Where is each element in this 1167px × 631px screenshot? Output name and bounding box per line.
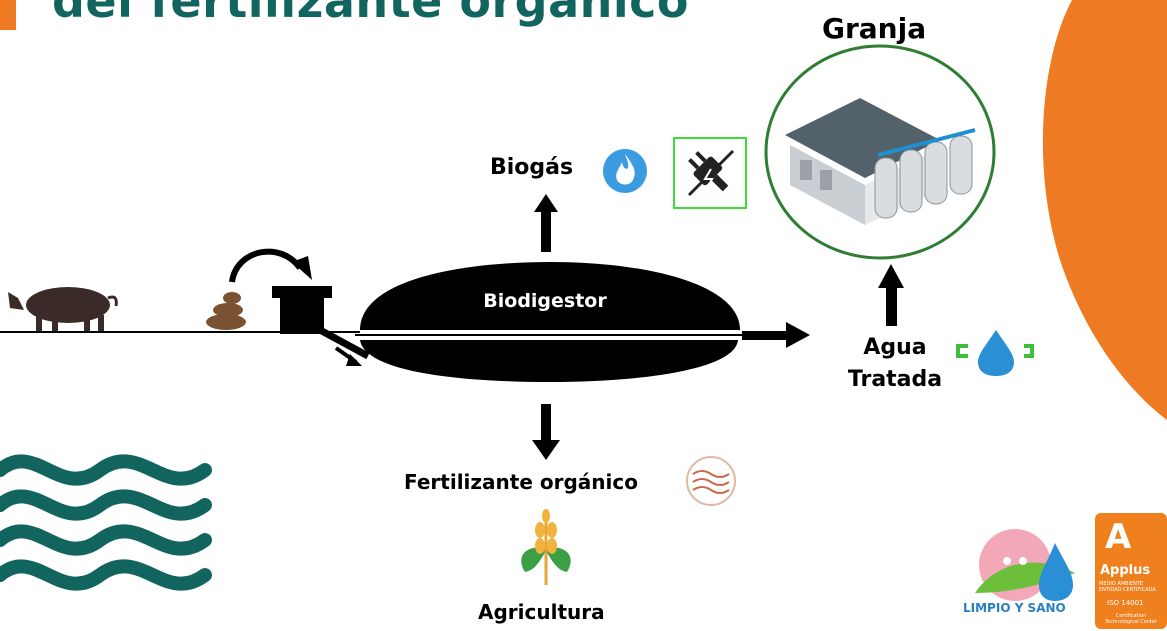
applus-iso: ISO 14001 [1107,599,1144,607]
fire-icon [603,149,647,193]
arrow-up-farm [886,284,897,326]
wave-icon [0,454,212,591]
manure-icon [206,292,246,330]
pig-icon [8,287,118,331]
title-accent-bar [0,0,16,30]
logo-applus: A Applus MEDIO AMBIENTE ENTIDAD CERTIFIC… [1095,513,1167,629]
label-tratada: Tratada [847,367,943,392]
page-title: del fertilizante orgánico [52,0,690,28]
logo-limpio-y-sano: LIMPIO Y SANO [955,523,1083,627]
plug-icon-box [673,137,747,209]
applus-mark: A [1105,517,1132,557]
limpio-y-sano-text: LIMPIO Y SANO [963,601,1066,615]
fertilizer-icon [686,456,736,506]
label-fertilizante: Fertilizante orgánico [404,470,638,494]
applus-cert: Certification Technological Center [1104,613,1158,625]
label-agricultura: Agricultura [478,600,605,624]
curved-arrow [229,248,303,283]
label-agua-tratada: Agua Tratada [835,332,955,396]
arrow-down-fert [541,404,551,444]
arrow-up-biogas [541,208,551,252]
plug-icon [687,149,735,197]
orange-blob [1042,0,1167,420]
limpio-y-sano-logo-icon [975,529,1075,601]
arrow-right-water [742,331,790,340]
applus-small-text: MEDIO AMBIENTE ENTIDAD CERTIFICADA [1099,581,1156,593]
label-agua: Agua [863,335,927,360]
wheat-icon [521,509,571,585]
farm-building-icon [785,98,976,225]
biodigestor-tank [355,262,742,382]
inlet-tank [272,286,332,298]
label-granja: Granja [822,12,927,45]
applus-name: Applus [1100,563,1151,578]
label-biogas: Biogás [490,155,574,180]
water-drop-icon [978,330,1014,376]
recycle-icon [956,344,1034,358]
label-biodigestor: Biodigestor [483,290,607,312]
